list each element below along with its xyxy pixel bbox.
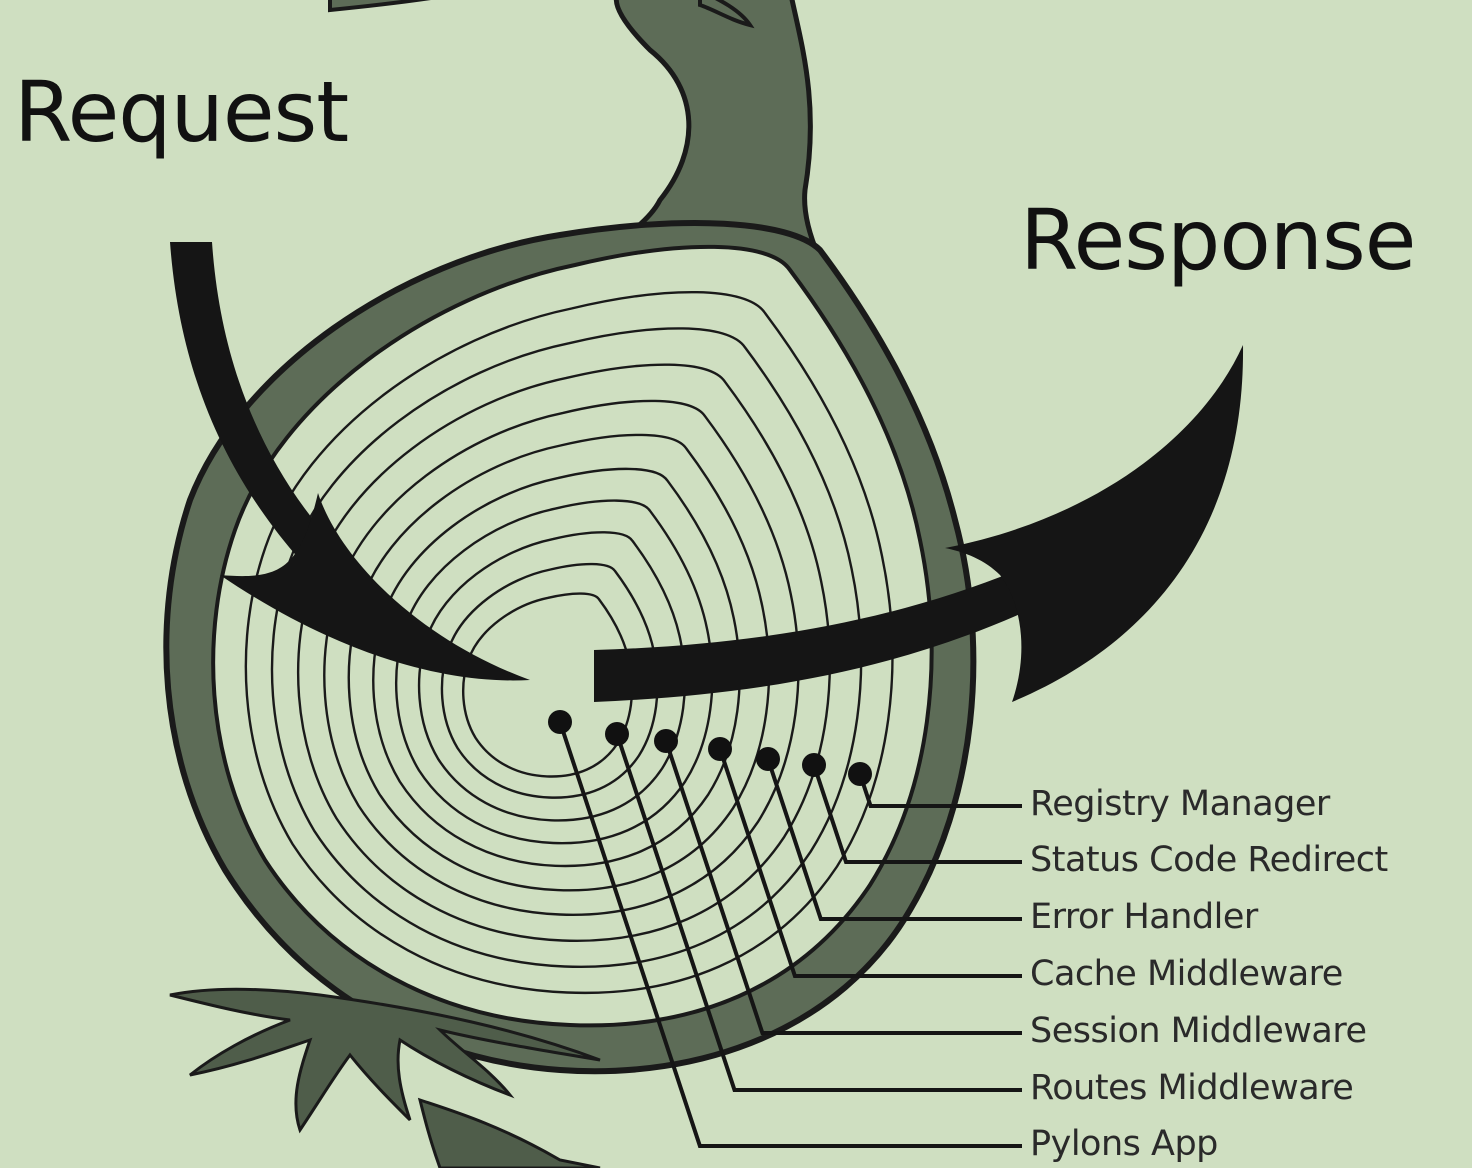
layer-dot bbox=[654, 729, 678, 753]
request-arrow-head bbox=[220, 493, 530, 681]
response-arrow-shaft bbox=[594, 565, 1040, 702]
layer-label: Pylons App bbox=[1030, 1123, 1218, 1164]
leader-line bbox=[664, 740, 1022, 1035]
layer-label: Error Handler bbox=[1030, 896, 1258, 937]
leader-line bbox=[766, 758, 1022, 921]
onion-roots bbox=[169, 987, 601, 1168]
layer-label: Registry Manager bbox=[1030, 783, 1330, 824]
leaf-tip-right bbox=[698, 0, 755, 29]
leader-line bbox=[718, 748, 1022, 978]
layer-label: Routes Middleware bbox=[1030, 1067, 1354, 1108]
request-label: Request bbox=[14, 63, 349, 161]
leaf-tip-left bbox=[328, 0, 431, 13]
response-arrow bbox=[594, 345, 1244, 702]
layer-dot bbox=[708, 737, 732, 761]
request-arrow-shaft bbox=[170, 242, 330, 560]
layer-dot bbox=[848, 762, 872, 786]
layer-dot bbox=[605, 722, 629, 746]
layer-label: Cache Middleware bbox=[1030, 953, 1343, 994]
layer-leader-lines bbox=[548, 710, 1022, 1148]
leader-line bbox=[558, 721, 1022, 1148]
layer-label: Status Code Redirect bbox=[1030, 839, 1388, 880]
onion-ring bbox=[244, 290, 894, 995]
layer-dot bbox=[756, 747, 780, 771]
response-label: Response bbox=[1020, 191, 1416, 289]
layer-dot bbox=[548, 710, 572, 734]
layer-dot bbox=[802, 753, 826, 777]
request-arrow bbox=[170, 242, 530, 681]
layer-label: Session Middleware bbox=[1030, 1010, 1367, 1051]
leader-line bbox=[812, 764, 1022, 864]
response-arrow-head bbox=[945, 345, 1244, 702]
leader-line bbox=[615, 733, 1022, 1092]
